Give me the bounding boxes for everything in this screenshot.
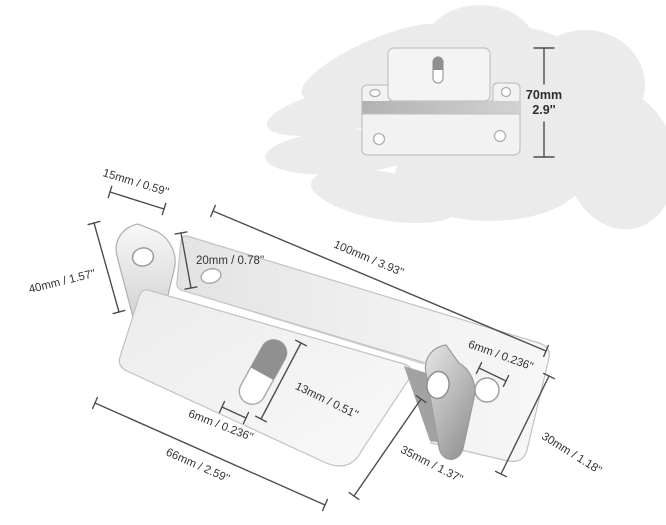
dimension-tick — [321, 498, 329, 512]
dimension-line — [94, 402, 326, 506]
dimension-tick — [348, 491, 360, 501]
dimension-tick — [91, 396, 99, 410]
dimension-label: 30mm / 1.18'' — [539, 431, 603, 477]
dimension-label: 15mm / 0.59'' — [101, 167, 170, 198]
front-fold-edge — [362, 101, 520, 114]
dimension-tick — [107, 185, 113, 199]
dimension-line — [478, 367, 507, 382]
dimension-label: 100mm / 3.93'' — [332, 239, 405, 279]
persp-right-ear-hole — [426, 370, 450, 400]
persp-plate-hole-left — [200, 268, 222, 284]
dimension-line — [180, 232, 192, 289]
dimension-tick — [502, 374, 510, 388]
dimension-tick — [415, 394, 427, 404]
persp-left-ear-hole — [131, 247, 155, 267]
dimension-line — [500, 375, 550, 475]
dimension-tick — [209, 204, 217, 218]
dimension-line — [93, 222, 120, 313]
dimension-line — [109, 191, 165, 210]
front-left-ear-hole — [369, 88, 381, 98]
dimension-tick — [475, 361, 483, 375]
front-plate-hole-left — [372, 132, 386, 146]
hand-wrist — [564, 90, 666, 230]
bracket-front-view — [361, 47, 521, 156]
dimension-tick — [218, 400, 226, 414]
dim-ear-height-40mm: 40mm / 1.57'' — [28, 220, 126, 315]
front-slot-shadow — [433, 57, 443, 70]
dimension-line — [353, 398, 422, 497]
front-plate-hole-right — [493, 129, 507, 143]
persp-plate-hole-right — [474, 377, 500, 403]
hand-finger-index — [301, 23, 449, 101]
dimension-tick — [87, 220, 101, 226]
dimension-tick — [174, 231, 188, 235]
dim-overall-height-70mm: 70mm 2.9'' — [526, 47, 562, 158]
front-right-ear-hole — [500, 86, 512, 98]
dimension-tick — [542, 372, 556, 380]
dimension-tick — [254, 415, 267, 423]
dimension-line — [260, 342, 302, 420]
dimension-tick — [161, 202, 167, 216]
dim-step-20mm: 20mm / 0.78'' — [174, 231, 264, 290]
persp-fold-seam — [180, 289, 425, 365]
dimension-label: 2.9'' — [532, 103, 555, 117]
dimension-label: 20mm / 0.78'' — [196, 255, 264, 267]
dimension-tick — [242, 411, 250, 425]
dimension-label: 40mm / 1.57'' — [28, 268, 97, 296]
dim-ear-width-15mm: 15mm / 0.59'' — [101, 167, 170, 216]
dimension-tick — [184, 286, 198, 290]
dimension-line — [221, 406, 247, 419]
bracket-perspective-view — [115, 223, 550, 467]
dimension-tick — [295, 339, 307, 347]
dimension-tick — [543, 344, 549, 358]
dimension-tick — [112, 309, 126, 315]
dimension-label: 66mm / 2.59'' — [164, 447, 231, 486]
dimension-line — [212, 210, 547, 352]
dimension-label: 70mm — [526, 88, 562, 102]
dimension-tick — [494, 470, 508, 478]
